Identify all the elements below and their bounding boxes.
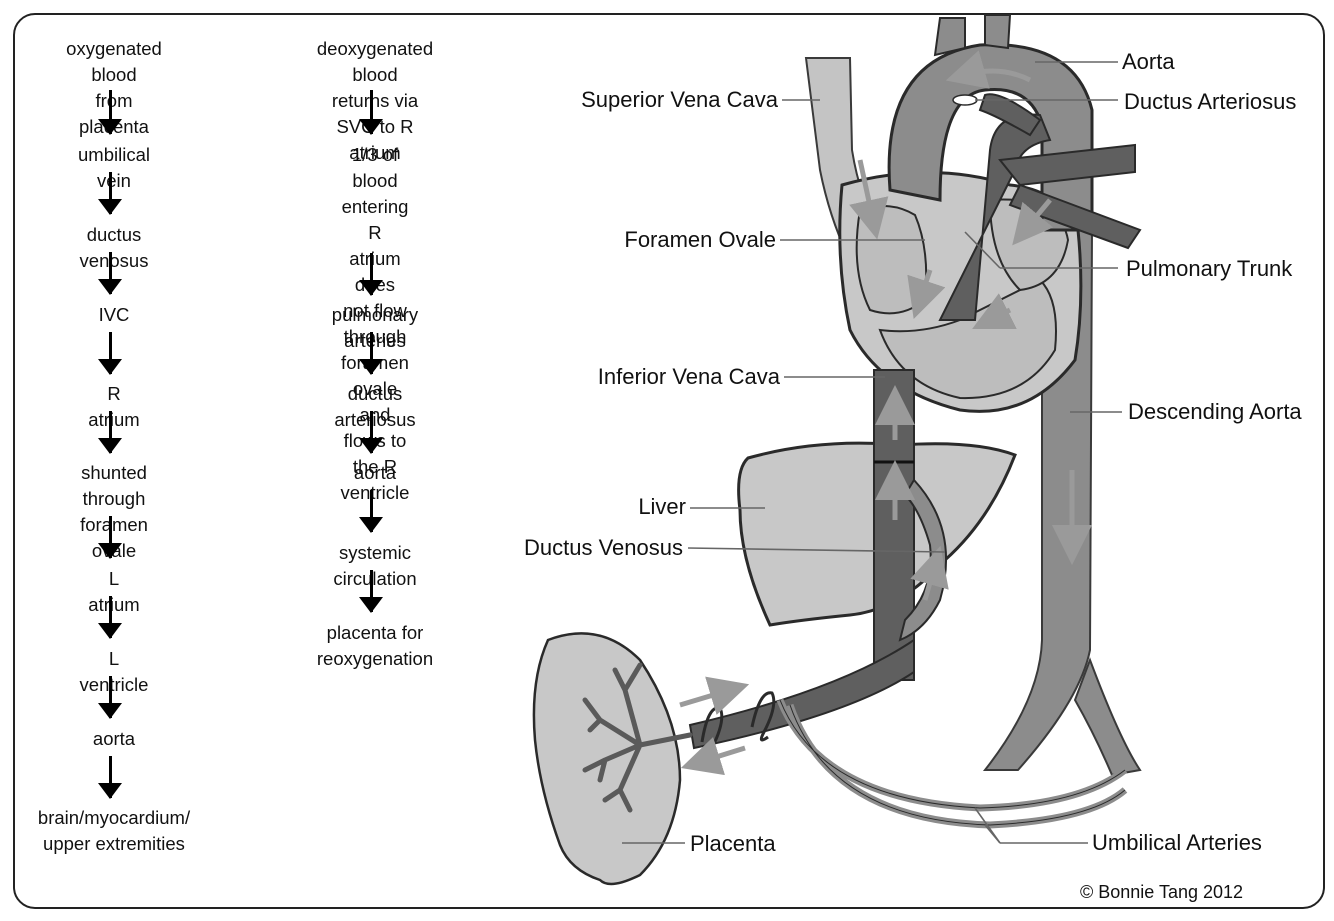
iliac-branch xyxy=(1073,657,1142,777)
left-step-3-text: ductus venosus xyxy=(79,224,149,271)
left-step-2-text: umbilical vein xyxy=(78,144,150,191)
left-step-8-text: L ventricle xyxy=(79,648,149,695)
middle-step-4-text: ductus arteriosus xyxy=(334,383,416,430)
flow-arrows xyxy=(679,50,1092,776)
label-liver: Liver xyxy=(638,494,686,519)
left-step-9: aorta xyxy=(93,726,135,752)
inferior-vena-cava-vessel xyxy=(873,369,915,681)
left-arrow-2 xyxy=(98,172,122,215)
arch-opening xyxy=(952,94,978,106)
left-step-4-text: IVC xyxy=(98,304,130,325)
middle-arrow-1 xyxy=(359,90,383,135)
left-step-2: umbilical vein xyxy=(78,142,150,194)
label-inferior-vena-cava: Inferior Vena Cava xyxy=(597,364,780,389)
ductus-arteriosus-vessel xyxy=(978,93,1042,137)
left-step-10-text: brain/myocardium/ upper extremities xyxy=(37,807,191,854)
label-superior-vena-cava: Superior Vena Cava xyxy=(581,87,778,112)
label-foramen-ovale: Foramen Ovale xyxy=(624,227,776,252)
left-arrow-4 xyxy=(98,332,122,375)
middle-step-3-text: pulmonary arteries xyxy=(331,304,419,351)
left-step-5-text: R atrium xyxy=(88,383,140,430)
label-placenta: Placenta xyxy=(690,831,776,856)
middle-step-5: aorta xyxy=(354,460,396,486)
label-aorta: Aorta xyxy=(1122,49,1175,74)
label-ductus-arteriosus: Ductus Arteriosus xyxy=(1124,89,1297,114)
label-descending-aorta: Descending Aorta xyxy=(1128,399,1302,424)
left-step-7-text: L atrium xyxy=(88,568,140,615)
left-arrow-6 xyxy=(98,516,122,559)
right-atrium-chamber xyxy=(855,205,928,315)
middle-arrow-6 xyxy=(359,570,383,613)
left-arrow-7 xyxy=(98,596,122,639)
left-arrow-1 xyxy=(98,90,122,135)
figure-frame xyxy=(13,13,1325,909)
middle-step-3: pulmonary arteries xyxy=(332,302,418,354)
middle-step-6: systemic circulation xyxy=(333,540,416,592)
middle-arrow-2 xyxy=(359,253,383,296)
label-umbilical-arteries: Umbilical Arteries xyxy=(1092,830,1262,855)
left-arrow-8 xyxy=(98,676,122,719)
leader-lines xyxy=(622,61,1122,844)
left-step-10: brain/myocardium/ upper extremities xyxy=(38,805,190,857)
label-ductus-venosus: Ductus Venosus xyxy=(524,535,683,560)
middle-step-7-text: placenta for reoxygenation xyxy=(316,622,434,669)
left-step-5: R atrium xyxy=(88,381,139,433)
copyright-notice: © Bonnie Tang 2012 xyxy=(1080,882,1244,902)
left-step-8: L ventricle xyxy=(80,646,149,698)
left-arrow-3 xyxy=(98,252,122,295)
middle-step-7: placenta for reoxygenation xyxy=(317,620,433,672)
middle-step-6-text: systemic circulation xyxy=(333,542,417,589)
placental-vessel-tree xyxy=(582,662,693,813)
left-step-4: IVC xyxy=(99,302,130,328)
middle-arrow-3 xyxy=(359,332,383,375)
left-arrow-5 xyxy=(98,411,122,454)
ductus-venosus-vessel xyxy=(898,478,947,642)
umbilical-arteries-outline xyxy=(779,699,1126,826)
middle-step-4: ductus arteriosus xyxy=(334,381,415,433)
pulmonary-arteries xyxy=(998,143,1142,250)
left-step-7: L atrium xyxy=(88,566,139,618)
left-arrow-9 xyxy=(98,756,122,799)
middle-arrow-4 xyxy=(359,411,383,454)
middle-arrow-5 xyxy=(359,490,383,533)
middle-step-5-text: aorta xyxy=(353,462,397,483)
label-pulmonary-trunk: Pulmonary Trunk xyxy=(1126,256,1293,281)
left-step-3: ductus venosus xyxy=(80,222,149,274)
left-step-9-text: aorta xyxy=(92,728,136,749)
